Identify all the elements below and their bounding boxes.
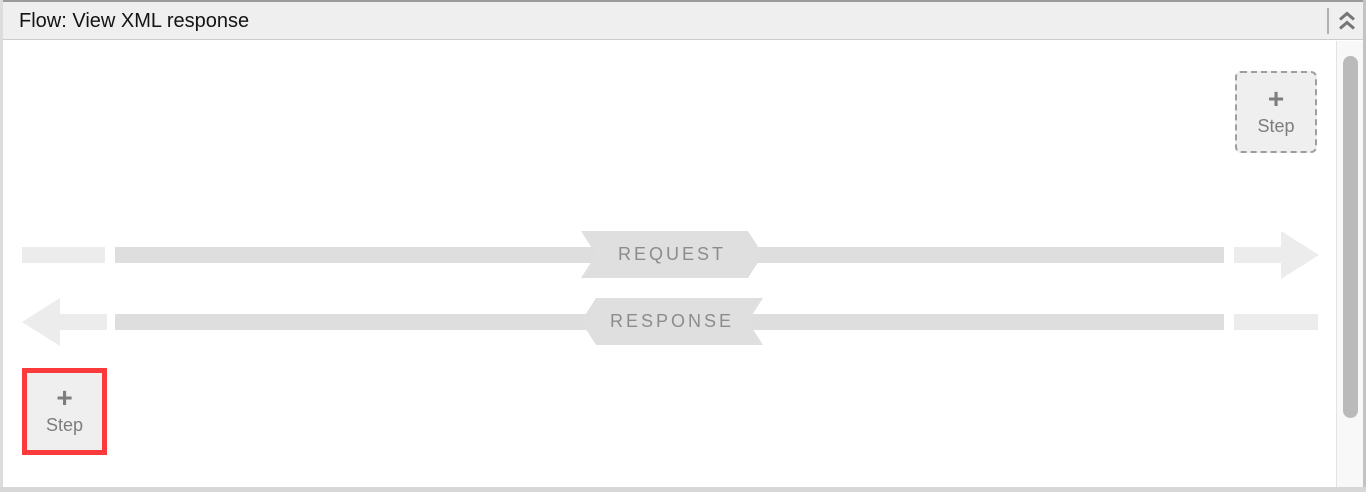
- arrow-right-icon: [1281, 231, 1319, 279]
- request-line-start-segment: [22, 247, 105, 263]
- scrollbar-thumb[interactable]: [1343, 56, 1358, 418]
- panel-border-right: [1363, 0, 1366, 492]
- vertical-scrollbar[interactable]: [1336, 41, 1363, 487]
- panel-title: Flow: View XML response: [19, 10, 250, 32]
- add-step-button-bottom[interactable]: + Step: [27, 373, 102, 450]
- panel-header: Flow: View XML response: [3, 2, 1363, 40]
- add-step-label: Step: [45, 415, 84, 435]
- response-label: RESPONSE: [609, 311, 735, 331]
- plus-icon: +: [56, 382, 73, 413]
- add-step-button-top[interactable]: + Step: [1235, 71, 1317, 153]
- response-label-badge: RESPONSE: [581, 298, 763, 345]
- plus-icon: +: [1267, 82, 1285, 114]
- add-step-label: Step: [1257, 115, 1295, 136]
- response-line-end-segment: [1234, 314, 1318, 330]
- request-label: REQUEST: [617, 244, 726, 264]
- response-arrow-shaft: [60, 314, 107, 330]
- collapse-panel-button[interactable]: [1332, 6, 1362, 36]
- arrow-left-icon: [22, 298, 60, 346]
- panel-border-bottom: [0, 487, 1366, 492]
- request-label-badge: REQUEST: [581, 231, 763, 278]
- panel-border-left: [0, 0, 3, 492]
- chevron-double-up-icon: [1339, 11, 1355, 30]
- panel-border-top: [0, 0, 1366, 2]
- request-arrow-shaft: [1234, 247, 1282, 263]
- header-divider: [1327, 8, 1329, 34]
